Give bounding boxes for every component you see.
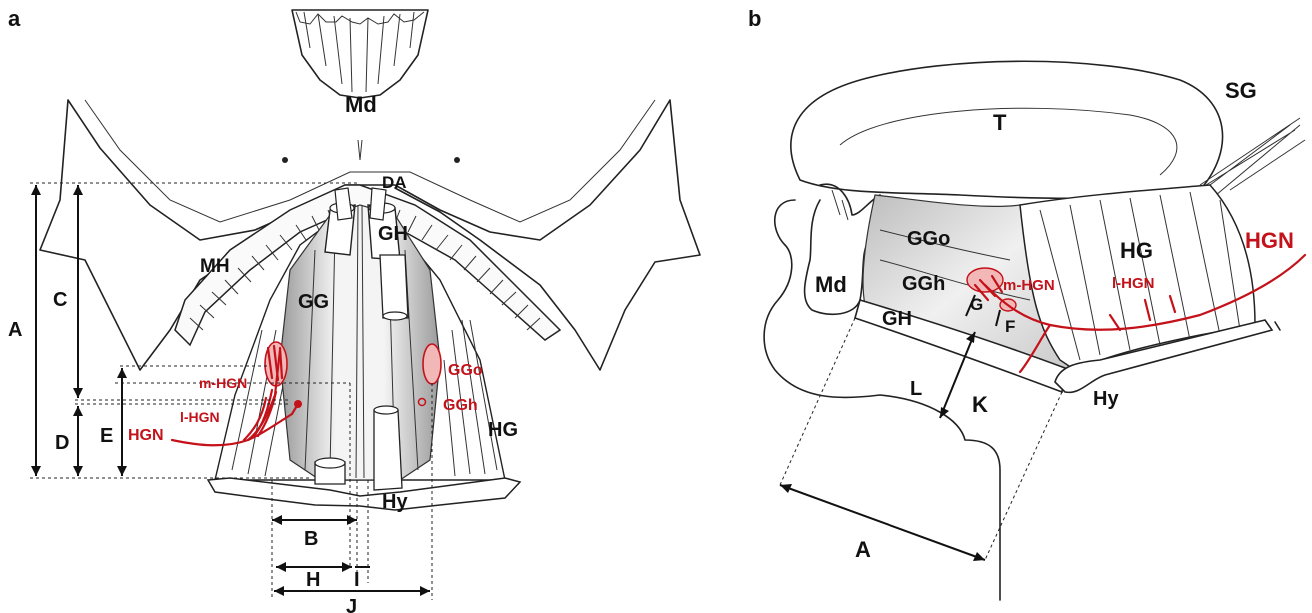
label-ggh-b: GGh — [902, 273, 945, 295]
teeth-row — [292, 10, 428, 98]
label-l-hgn-b: l-HGN — [1112, 275, 1155, 292]
label-m-hgn-b: m-HGN — [1003, 277, 1055, 294]
measure-l: L — [910, 378, 922, 400]
label-md-b: Md — [815, 272, 847, 297]
measure-k: K — [972, 392, 988, 417]
label-da: DA — [382, 173, 407, 192]
measure-d: D — [55, 432, 69, 454]
label-t: T — [993, 110, 1007, 135]
label-ggh-a: GGh — [443, 397, 478, 414]
hyoid-bone — [208, 478, 520, 510]
label-sg: SG — [1225, 78, 1257, 103]
measure-e: E — [100, 425, 113, 447]
label-hgn-b: HGN — [1245, 228, 1294, 253]
label-hg-a: HG — [488, 419, 518, 441]
measure-a-b: A — [855, 537, 871, 562]
label-m-hgn-a: m-HGN — [199, 375, 247, 391]
measure-i: I — [354, 569, 360, 591]
measure-g: G — [970, 295, 983, 314]
label-l-hgn-a: l-HGN — [180, 409, 220, 425]
label-ggo-b: GGo — [907, 228, 950, 250]
measure-b: B — [304, 528, 318, 550]
tongue — [791, 61, 1223, 198]
panel-a: a — [8, 6, 700, 613]
label-gg: GG — [298, 291, 329, 313]
label-mh: MH — [200, 256, 230, 277]
label-hy-b: Hy — [1093, 388, 1119, 410]
measure-h: H — [306, 569, 320, 591]
label-gh-a: GH — [378, 223, 408, 245]
label-hgn-a: HGN — [128, 427, 164, 444]
label-ggo-a: GGo — [448, 362, 483, 379]
panel-a-letter: a — [8, 6, 21, 31]
label-hg-b: HG — [1120, 238, 1153, 263]
label-hy-a: Hy — [382, 491, 408, 513]
label-gh-b: GH — [882, 308, 912, 330]
panel-b-letter: b — [748, 6, 761, 31]
measure-f: F — [1005, 317, 1015, 336]
panel-b: b — [748, 6, 1305, 600]
measure-j: J — [346, 596, 357, 613]
measure-a-a: A — [8, 319, 22, 341]
label-md-a: Md — [345, 92, 377, 117]
measure-c: C — [53, 289, 67, 311]
